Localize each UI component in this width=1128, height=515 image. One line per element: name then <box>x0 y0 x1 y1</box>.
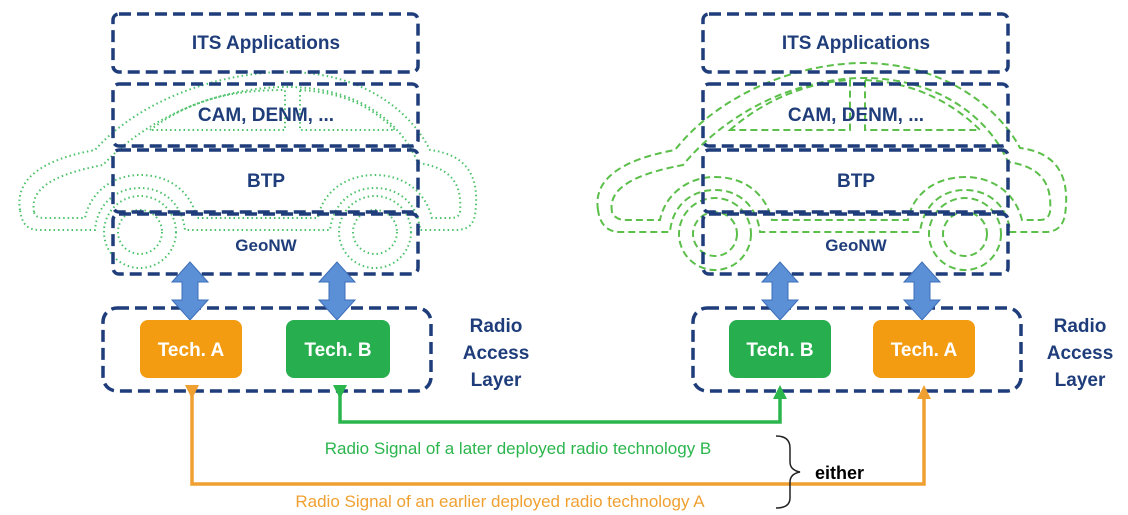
right-car-outline <box>596 61 1068 271</box>
right-tech-b-block <box>729 320 831 378</box>
left-geonw-label: GeoNW <box>235 236 297 255</box>
tech-b-signal-label-bg <box>268 433 768 461</box>
left-btp-box <box>111 148 420 214</box>
left-tech-a-label: Tech. A <box>158 340 225 361</box>
left-tech-b-label: Tech. B <box>304 340 371 361</box>
left-geonw-box <box>111 212 420 276</box>
left-its-applications-label: ITS Applications <box>192 33 340 54</box>
right-connector-a <box>902 261 942 321</box>
either-brace <box>775 435 801 509</box>
right-tech-a-block <box>873 320 975 378</box>
tech-a-signal-label: Radio Signal of an earlier deployed radi… <box>295 492 705 511</box>
left-radio-label-line2: Access <box>463 343 530 364</box>
right-radio-label-line1: Radio <box>1054 316 1107 337</box>
right-cam-denm-label: CAM, DENM, ... <box>788 105 924 126</box>
right-tech-b-label: Tech. B <box>746 340 813 361</box>
right-geonw-box <box>701 212 1010 276</box>
left-its-applications-box <box>111 12 420 74</box>
right-geonw-label: GeoNW <box>825 236 887 255</box>
right-protocol-stack <box>691 12 1023 393</box>
right-btp-label: BTP <box>837 171 875 192</box>
left-btp-label: BTP <box>247 171 285 192</box>
tech-a-signal-label-bg <box>228 487 768 513</box>
left-cam-denm-box <box>111 82 420 148</box>
either-label: either <box>815 463 864 483</box>
right-its-applications-box <box>701 12 1010 74</box>
left-radio-label-line1: Radio <box>470 316 523 337</box>
right-radio-label-line2: Access <box>1047 343 1114 364</box>
right-connector-b <box>760 261 800 321</box>
left-cam-denm-label: CAM, DENM, ... <box>198 105 334 126</box>
right-cam-denm-box <box>701 82 1010 148</box>
right-tech-a-label: Tech. A <box>891 340 958 361</box>
tech-b-signal-line <box>333 385 787 424</box>
right-btp-box <box>701 148 1010 214</box>
left-tech-b-block <box>286 320 390 378</box>
left-radio-label-line3: Layer <box>471 370 522 391</box>
right-radio-label-line3: Layer <box>1055 370 1106 391</box>
left-tech-a-block <box>140 320 242 378</box>
left-car-outline <box>18 70 478 269</box>
right-its-applications-label: ITS Applications <box>782 33 930 54</box>
tech-b-signal-label: Radio Signal of a later deployed radio t… <box>325 439 712 458</box>
tech-a-signal-line <box>185 385 931 486</box>
